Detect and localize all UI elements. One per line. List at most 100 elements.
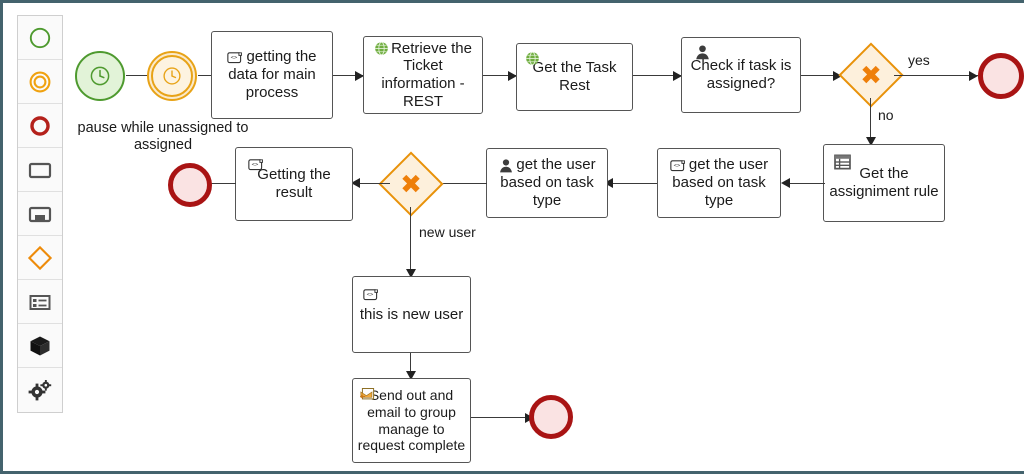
task-label: get the user based on task type <box>487 156 607 209</box>
gears-icon <box>28 380 52 401</box>
task-text: Get the Task Rest <box>532 59 617 94</box>
flow-t6-to-t7 <box>609 183 657 185</box>
task-text: getting the data for main process <box>228 48 317 101</box>
flow-t8-to-e2 <box>203 183 236 185</box>
task-text: get the user based on task type <box>500 156 596 209</box>
task-label: Retrieve the Ticket information -REST <box>364 40 482 111</box>
svg-text:<>: <> <box>231 55 238 61</box>
task-text: Getting the result <box>257 166 331 201</box>
intermediate-catch-event-timer[interactable] <box>147 51 197 101</box>
flow-g1-yes <box>894 75 978 77</box>
flow-t3-to-t4 <box>633 75 681 77</box>
task-label: Check if task is assigned? <box>682 45 800 92</box>
task-get-user-based-on-task-type-user[interactable]: get the user based on task type <box>486 148 608 218</box>
task-this-is-new-user[interactable]: <> this is new user <box>352 276 471 353</box>
x-cross-icon: ✖ <box>400 169 422 199</box>
task-label: <> this is new user <box>356 289 467 324</box>
task-label: Get the Task Rest <box>517 51 632 94</box>
x-cross-icon: ✖ <box>860 60 882 90</box>
flow-timer-to-t1 <box>198 75 221 77</box>
script-icon: <> <box>227 52 243 64</box>
globe-green-icon <box>526 51 539 66</box>
user-icon <box>500 158 513 172</box>
flow-label-no: no <box>878 107 894 123</box>
flow-t2-to-t3 <box>483 75 517 77</box>
globe-green-icon <box>375 41 388 56</box>
flow-arrow <box>833 71 842 81</box>
task-text: get the user based on task type <box>672 156 769 209</box>
task-get-the-task-rest[interactable]: Get the Task Rest <box>516 43 633 111</box>
timer-clock-icon <box>90 66 110 86</box>
svg-text:<>: <> <box>367 292 374 298</box>
start-event-timer[interactable] <box>75 51 125 101</box>
send-mail-icon <box>360 388 375 400</box>
task-text: Check if task is assigned? <box>690 57 792 92</box>
flow-arrow <box>866 137 876 146</box>
task-label: <> Getting the result <box>236 159 352 201</box>
group-tool[interactable] <box>18 324 62 368</box>
task-getting-the-result[interactable]: <> Getting the result <box>235 147 353 221</box>
cube-black-icon <box>30 336 50 355</box>
flow-t5-to-t6 <box>787 183 825 185</box>
task-text: Send out and email to group manage to re… <box>357 387 466 454</box>
flow-g2-to-t8 <box>356 183 390 185</box>
gateway-tool[interactable] <box>18 236 62 280</box>
timer-clock-icon <box>163 67 181 85</box>
start-event-tool[interactable] <box>18 16 62 60</box>
task-get-the-assigniment-rule[interactable]: Get the assigniment rule <box>823 144 945 222</box>
list-table-icon <box>29 294 51 310</box>
end-event-tool[interactable] <box>18 104 62 148</box>
exclusive-gateway-task-assigned[interactable]: ✖ <box>838 42 904 108</box>
flow-arrow <box>604 178 613 188</box>
task-check-if-task-is-assigned[interactable]: Check if task is assigned? <box>681 37 801 113</box>
task-label: Send out and email to group manage to re… <box>353 387 470 453</box>
bpmn-palette <box>17 15 63 413</box>
task-tool[interactable] <box>18 148 62 192</box>
data-object-tool[interactable] <box>18 280 62 324</box>
flow-t7-to-g2 <box>435 183 487 185</box>
flow-arrow <box>969 71 978 81</box>
rectangle-icon <box>28 162 52 178</box>
task-text: this is new user <box>359 305 464 323</box>
task-retrieve-ticket-information-rest[interactable]: Retrieve the Ticket information -REST <box>363 36 483 114</box>
intermediate-event-tool[interactable] <box>18 60 62 104</box>
settings-tool[interactable] <box>18 368 62 412</box>
exclusive-gateway-new-user[interactable]: ✖ <box>378 151 444 217</box>
flow-start-to-timer <box>126 75 154 77</box>
flow-label-yes: yes <box>908 52 930 68</box>
double-circle-orange-icon <box>29 71 51 92</box>
user-icon <box>696 45 709 60</box>
task-label: <> get the user based on task type <box>658 156 780 209</box>
flow-arrow <box>406 371 416 380</box>
flow-arrow <box>781 178 790 188</box>
task-getting-the-data-for-main-process[interactable]: <> getting the data for main process <box>211 31 333 119</box>
flow-arrow <box>351 178 360 188</box>
task-text: Retrieve the Ticket information -REST <box>381 39 472 110</box>
flow-arrow <box>355 71 364 81</box>
flow-arrow <box>508 71 517 81</box>
annotation-text: pause while unassigned to assigned <box>77 120 249 154</box>
circle-thin-green-icon <box>29 27 51 48</box>
flow-arrow <box>406 269 416 278</box>
script-icon: <> <box>363 289 378 301</box>
flow-t1-to-t2 <box>333 75 364 77</box>
event-inner-ring <box>151 55 193 97</box>
end-event-2[interactable] <box>168 163 212 207</box>
task-send-email-to-group-manager[interactable]: Send out and email to group manage to re… <box>352 378 471 463</box>
subprocess-tool[interactable] <box>18 192 62 236</box>
flow-label-new-user: new user <box>419 224 476 240</box>
flow-t9-to-t10 <box>410 353 412 377</box>
end-event-3[interactable] <box>529 395 573 439</box>
circle-thick-red-icon <box>30 115 50 136</box>
flow-g1-no-vertical <box>870 98 872 142</box>
task-get-user-based-on-task-type-script[interactable]: <> get the user based on task type <box>657 148 781 218</box>
flow-t4-to-g1 <box>801 75 841 77</box>
flow-t10-to-e3 <box>471 417 533 419</box>
svg-text:<>: <> <box>674 163 681 169</box>
bpmn-canvas[interactable]: pause while unassigned to assigned <> ge… <box>63 3 1024 471</box>
script-icon: <> <box>248 159 263 171</box>
flow-arrow <box>673 71 682 81</box>
end-event-1[interactable] <box>978 53 1024 99</box>
diamond-orange-icon <box>27 245 53 270</box>
task-label: <> getting the data for main process <box>212 48 332 101</box>
